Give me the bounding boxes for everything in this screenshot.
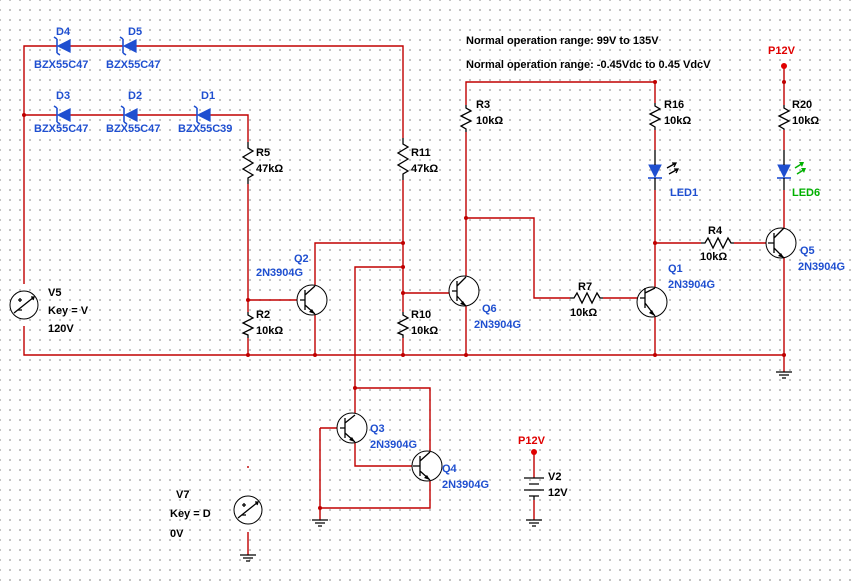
resistor-r11[interactable] (396, 138, 410, 180)
wires (23, 45, 785, 555)
led-1[interactable] (648, 150, 680, 190)
zener-diode-d4[interactable] (53, 36, 71, 56)
voltage-source-v5[interactable] (9, 290, 39, 320)
label-r2-value: 10kΩ (256, 325, 283, 337)
label-r20-value: 10kΩ (792, 115, 819, 127)
ground-symbol-main (776, 371, 792, 379)
label-r11-value: 47kΩ (411, 163, 438, 175)
resistor-r4[interactable] (701, 236, 734, 250)
label-d1-value: BZX55C39 (178, 123, 232, 135)
label-r11-ref: R11 (411, 147, 431, 159)
label-led1: LED1 (670, 187, 698, 199)
label-r4-value: 10kΩ (700, 251, 727, 263)
resistor-r16[interactable] (648, 103, 662, 130)
zener-diode-d2[interactable] (120, 105, 138, 125)
label-q4-value: 2N3904G (442, 479, 489, 491)
label-v2-value: 12V (548, 487, 568, 499)
label-q5-ref: Q5 (800, 245, 815, 257)
note-line-2: Normal operation range: -0.45Vdc to 0.45… (466, 59, 711, 71)
label-q2-value: 2N3904G (256, 267, 303, 279)
resistor-r7[interactable] (570, 291, 603, 305)
resistor-r5[interactable] (241, 142, 255, 184)
zener-diode-d5[interactable] (119, 36, 137, 56)
zener-diode-d1[interactable] (193, 105, 211, 125)
label-q2-ref: Q2 (294, 253, 309, 265)
zener-diode-d3[interactable] (53, 105, 71, 125)
label-r5-value: 47kΩ (256, 163, 283, 175)
power-rail-dot-top (781, 63, 787, 69)
label-q6-ref: Q6 (482, 303, 497, 315)
transistor-q2[interactable] (296, 284, 328, 316)
label-q5-value: 2N3904G (798, 261, 845, 273)
transistor-q6[interactable] (448, 275, 480, 307)
label-r7-ref: R7 (578, 281, 592, 293)
label-led6: LED6 (792, 187, 820, 199)
label-v5-value: 120V (48, 323, 74, 335)
label-d5-ref: D5 (128, 26, 142, 38)
label-d3-value: BZX55C47 (34, 123, 88, 135)
label-r20-ref: R20 (792, 99, 812, 111)
transistor-q1[interactable] (636, 286, 668, 318)
label-q6-value: 2N3904G (474, 319, 521, 331)
power-label-p12v-bottom: P12V (518, 435, 546, 447)
label-q1-ref: Q1 (668, 263, 683, 275)
label-r10-value: 10kΩ (411, 325, 438, 337)
ground-symbol-q3 (312, 519, 328, 527)
transistor-q3[interactable] (336, 412, 368, 444)
resistor-r2[interactable] (241, 312, 255, 338)
resistor-r10[interactable] (396, 312, 410, 338)
label-d4-ref: D4 (56, 26, 71, 38)
label-r5-ref: R5 (256, 147, 270, 159)
label-r16-value: 10kΩ (664, 115, 691, 127)
label-v7-value: 0V (170, 528, 184, 540)
label-d4-value: BZX55C47 (34, 59, 88, 71)
label-d1-ref: D1 (201, 90, 215, 102)
label-d2-value: BZX55C47 (106, 123, 160, 135)
resistor-r3[interactable] (459, 105, 473, 132)
label-q3-ref: Q3 (370, 423, 385, 435)
power-rail-dot-bottom (531, 449, 537, 455)
label-r10-ref: R10 (411, 309, 431, 321)
label-v2-ref: V2 (548, 471, 561, 483)
label-d3-ref: D3 (56, 90, 70, 102)
label-r3-ref: R3 (476, 99, 490, 111)
junction-dots (22, 80, 786, 510)
label-d5-value: BZX55C47 (106, 59, 160, 71)
label-q3-value: 2N3904G (370, 439, 417, 451)
label-q4-ref: Q4 (442, 463, 458, 475)
battery-v2[interactable] (524, 477, 544, 500)
label-r3-value: 10kΩ (476, 115, 503, 127)
resistor-r20[interactable] (777, 105, 791, 130)
voltage-source-v7[interactable] (233, 495, 263, 525)
ground-symbol-v7 (240, 554, 256, 562)
label-r16-ref: R16 (664, 99, 684, 111)
label-r4-ref: R4 (708, 225, 723, 237)
led-6[interactable] (777, 150, 806, 190)
label-r2-ref: R2 (256, 309, 270, 321)
label-v7-key: Key = D (170, 508, 211, 520)
power-label-p12v-top: P12V (768, 45, 796, 57)
label-v5-key: Key = V (48, 305, 89, 317)
label-v7-ref: V7 (176, 489, 189, 501)
label-q1-value: 2N3904G (668, 279, 715, 291)
note-line-1: Normal operation range: 99V to 135V (466, 35, 659, 47)
label-d2-ref: D2 (128, 90, 142, 102)
transistor-q4[interactable] (411, 450, 443, 482)
label-r7-value: 10kΩ (570, 307, 597, 319)
transistor-q5[interactable] (765, 227, 797, 259)
ground-symbol-v2 (526, 519, 542, 527)
label-v5-ref: V5 (48, 287, 61, 299)
